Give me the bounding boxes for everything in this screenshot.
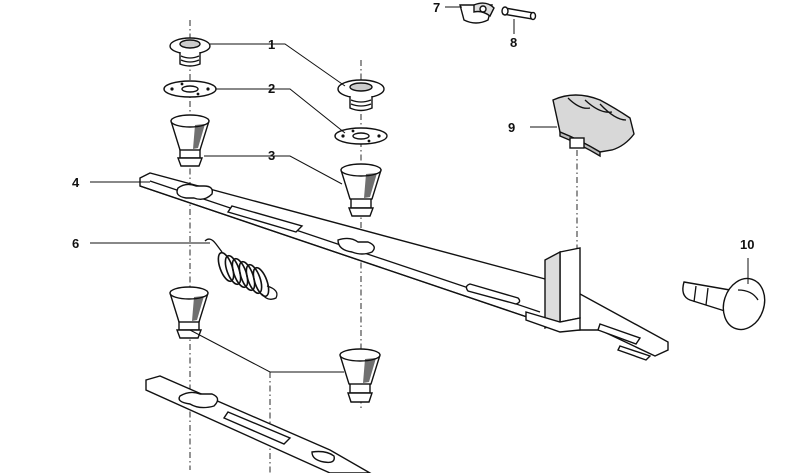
leader-lines [90, 43, 749, 373]
callout-4: 4 [72, 175, 80, 190]
part-3-buffer-left-top [170, 114, 210, 167]
part-6-spring [204, 238, 278, 300]
part-3-buffer-right-top [340, 163, 382, 217]
callout-9: 9 [508, 120, 515, 135]
callout-1: 1 [268, 37, 275, 52]
part-3-buffer-left-bottom [169, 286, 209, 339]
part-1-grommet-left [169, 37, 211, 67]
callout-7: 7 [433, 0, 440, 15]
callout-8: 8 [510, 35, 517, 50]
part-4-mounting-plate [139, 172, 669, 361]
part-2-washer-left [163, 80, 217, 98]
callout-6: 6 [72, 236, 79, 251]
part-2-washer-right [334, 127, 388, 145]
part-10-stud [682, 277, 766, 331]
callout-10: 10 [740, 237, 754, 252]
callout-2: 2 [268, 81, 275, 96]
callout-3: 3 [268, 148, 275, 163]
lower-plate [145, 375, 372, 473]
part-3-buffer-right-bottom [339, 348, 381, 403]
part-7-clip [459, 2, 495, 24]
part-1-grommet-right [337, 79, 385, 112]
part-9-knob [552, 94, 635, 158]
part-8-pin [501, 6, 537, 21]
